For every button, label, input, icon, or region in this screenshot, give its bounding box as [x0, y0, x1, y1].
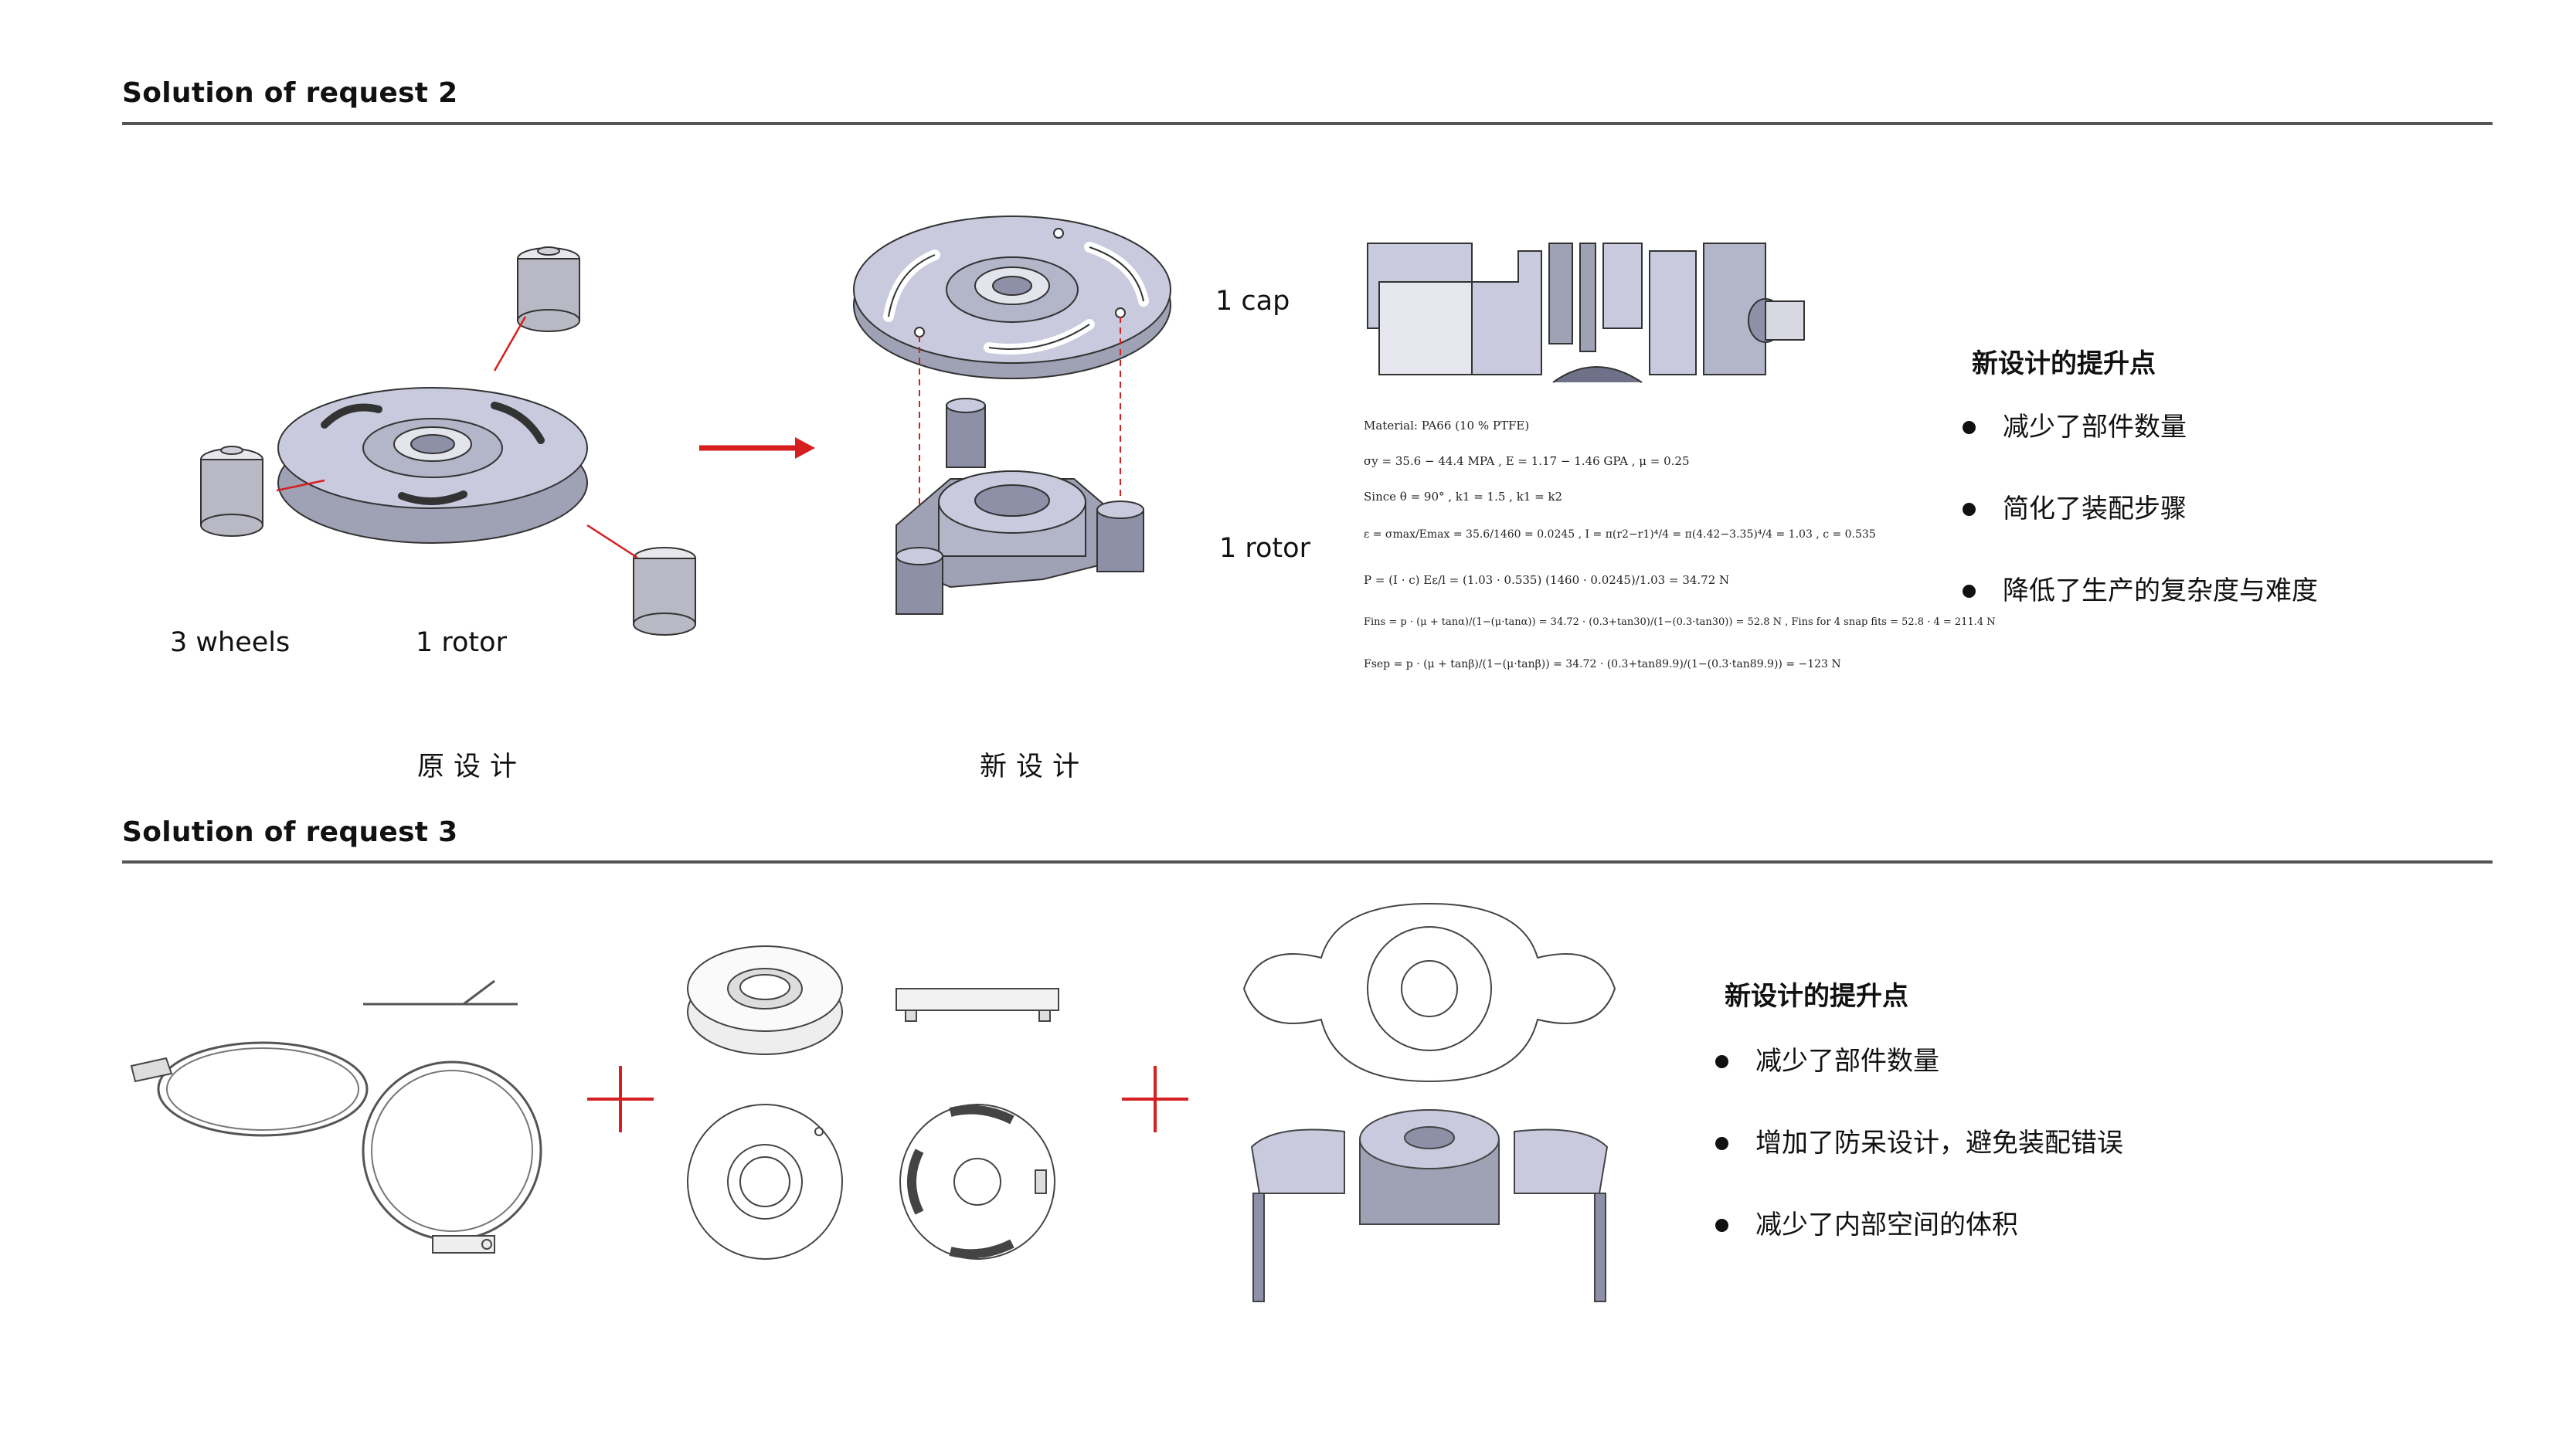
section2-improvements-title: 新设计的提升点 [1972, 348, 2156, 379]
wheel-top [517, 246, 580, 332]
label-1-rotor-old: 1 rotor [416, 627, 507, 658]
label-1-cap: 1 cap [1215, 286, 1290, 317]
new-clip-part [1242, 902, 1616, 1302]
assembly-arrow-left [276, 479, 325, 492]
new-cap [853, 215, 1171, 379]
formula-line-3: ε = σmax/Emax = 35.6/1460 = 0.0245 , I =… [1364, 528, 1876, 541]
improvement-item: 减少了部件数量 [1715, 1048, 2123, 1130]
housing-bottom [899, 1104, 1055, 1260]
new-clip-top-view [1242, 902, 1616, 1083]
spring-ring-top [362, 1060, 542, 1254]
section3-improvements-list: 减少了部件数量 增加了防呆设计，避免装配错误 减少了内部空间的体积 [1715, 1048, 2123, 1294]
new-clip-iso-view [1250, 1109, 1609, 1302]
spring-ring-side [363, 979, 518, 1006]
improvement-item: 减少了部件数量 [1963, 414, 2318, 496]
improvement-item: 减少了内部空间的体积 [1715, 1212, 2123, 1294]
formula-line-5: Fins = p · (μ + tanα)/(1−(μ·tanα)) = 34.… [1364, 616, 1996, 628]
improvement-item: 增加了防呆设计，避免装配错误 [1715, 1130, 2123, 1212]
plus-icon [1122, 1066, 1188, 1132]
section3-divider [122, 860, 2493, 864]
improvement-item: 降低了生产的复杂度与难度 [1963, 578, 2318, 660]
caption-old-design: 原设计 [417, 752, 527, 782]
formula-block: Material: PA66 (10 % PTFE) σy = 35.6 − 4… [1364, 419, 1996, 681]
plus-icon [587, 1066, 654, 1132]
formula-line-2: Since θ = 90° , k1 = 1.5 , k1 = k2 [1364, 490, 1563, 504]
caption-new-design: 新设计 [980, 752, 1089, 782]
wheel-bottom-right [633, 547, 696, 636]
cross-section-drawing [1364, 236, 1805, 386]
new-rotor [895, 398, 1144, 615]
spring-ring-iso [130, 1041, 369, 1137]
formula-material: Material: PA66 (10 % PTFE) [1364, 419, 1530, 433]
housing-side [895, 988, 1059, 1022]
formula-line-6: Fsep = p · (μ + tanβ)/(1−(μ·tanβ)) = 34.… [1364, 658, 1841, 670]
housing-top [687, 1104, 843, 1260]
section2-title: Solution of request 2 [122, 77, 458, 109]
label-3-wheels: 3 wheels [170, 627, 291, 658]
section3-title: Solution of request 3 [122, 816, 458, 848]
assembly-arrow-right [586, 524, 638, 559]
right-arrow-icon [699, 437, 815, 459]
old-design-illustration [200, 246, 696, 636]
section3-improvements-title: 新设计的提升点 [1725, 981, 1908, 1012]
formula-line-1: σy = 35.6 − 44.4 MPA , E = 1.17 − 1.46 G… [1364, 454, 1690, 468]
label-1-rotor-new: 1 rotor [1219, 533, 1310, 564]
improvement-item: 简化了装配步骤 [1963, 496, 2318, 578]
section2-improvements-list: 减少了部件数量 简化了装配步骤 降低了生产的复杂度与难度 [1963, 414, 2318, 660]
housing-iso [687, 945, 843, 1055]
wheel-left [200, 446, 263, 537]
section2-divider [122, 122, 2493, 125]
new-design-illustration [853, 215, 1171, 615]
spring-ring-drawings [130, 979, 542, 1254]
formula-line-4: P = (I · c) Eε/l = (1.03 · 0.535) (1460 … [1364, 573, 1730, 587]
old-rotor [277, 387, 588, 544]
housing-drawings [687, 945, 1059, 1260]
assembly-arrow-top [493, 316, 527, 372]
